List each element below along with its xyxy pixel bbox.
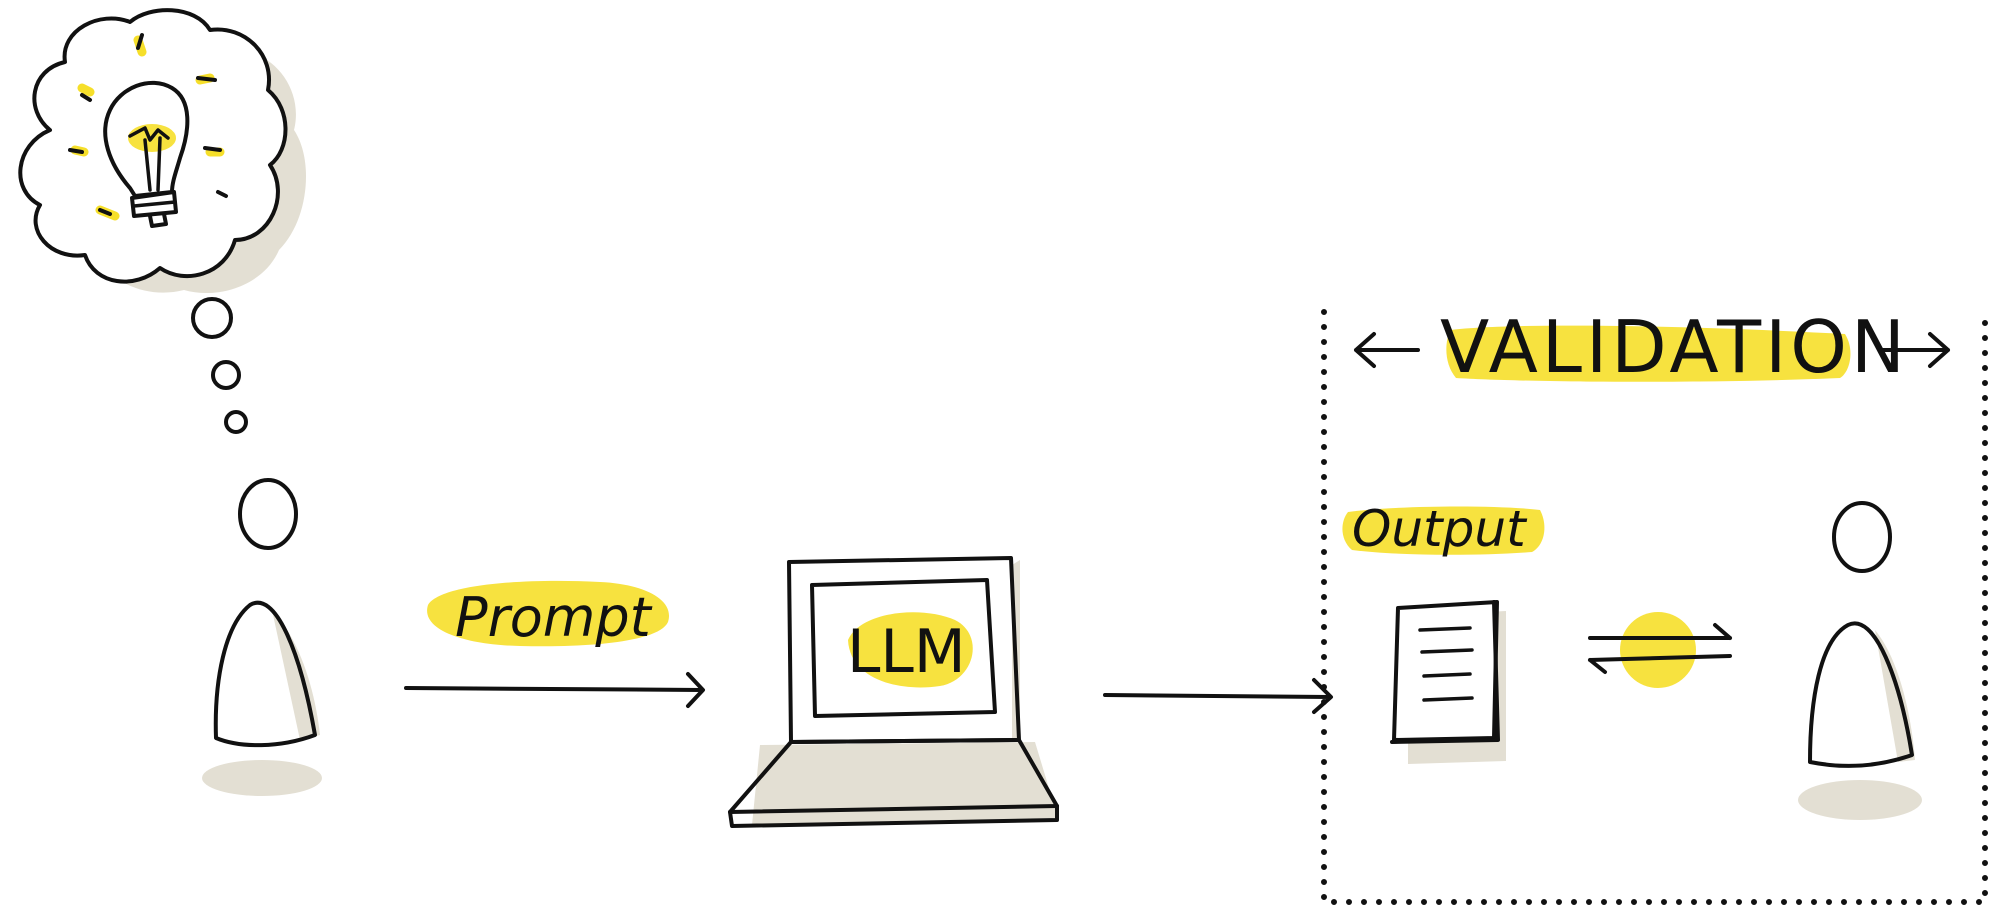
laptop-icon: LLM xyxy=(728,556,1059,828)
arrow-right-icon xyxy=(1878,332,1950,368)
arrow-icon xyxy=(404,672,705,708)
output-label: Output xyxy=(1352,500,1528,558)
llm-label: LLM xyxy=(847,617,966,687)
person-icon xyxy=(202,478,322,796)
output-label-group: Output xyxy=(1342,500,1545,558)
arrow-icon xyxy=(1103,678,1333,714)
person-icon xyxy=(1798,501,1922,820)
exchange-arrows-icon xyxy=(1588,612,1732,688)
thought-bubble-icon xyxy=(18,8,306,434)
lightbulb-icon xyxy=(68,33,228,228)
validation-label: VALIDATION xyxy=(1440,305,1909,389)
document-icon xyxy=(1390,600,1506,764)
validation-box: VALIDATION xyxy=(1321,305,1988,905)
prompt-label: Prompt xyxy=(455,586,653,649)
prompt-label-group: Prompt xyxy=(427,580,670,649)
arrow-left-icon xyxy=(1354,332,1420,368)
